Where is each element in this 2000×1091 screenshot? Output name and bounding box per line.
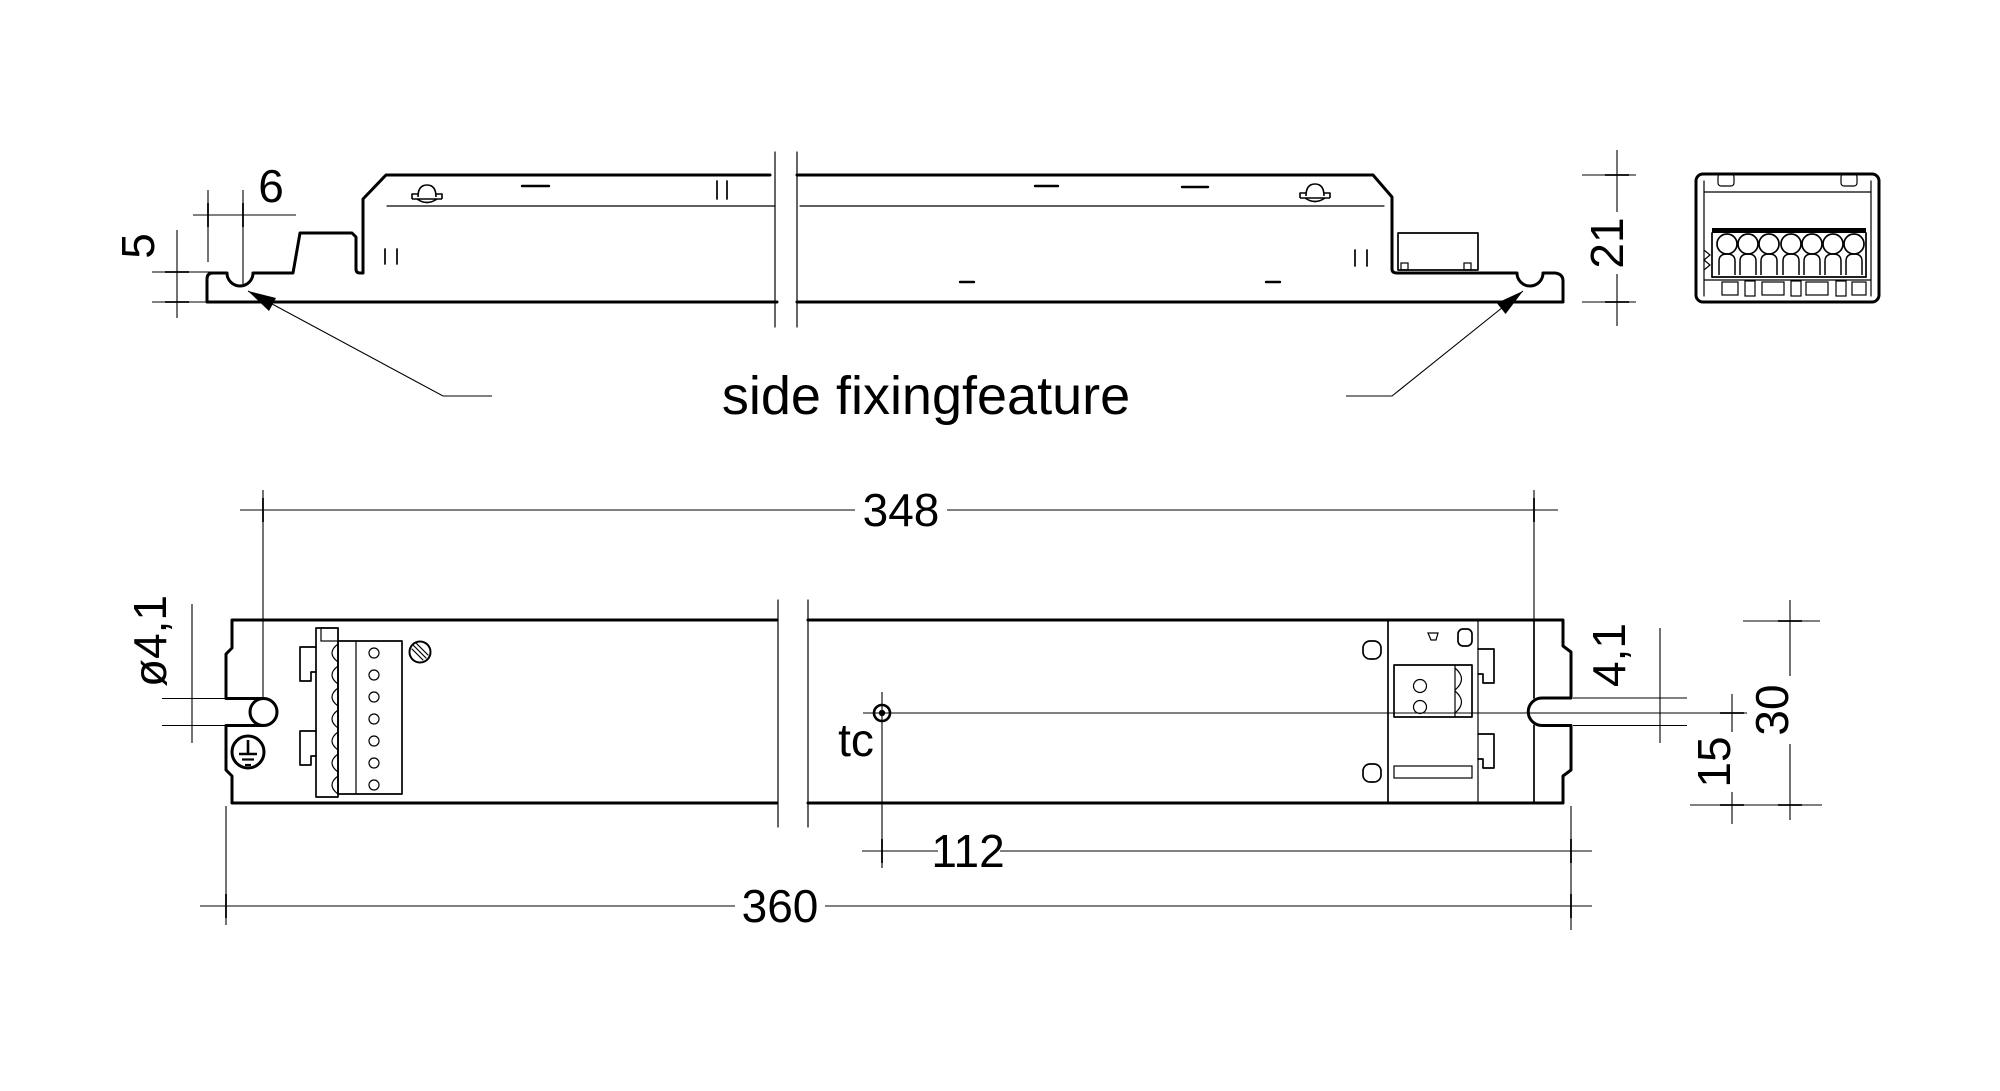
- dim-4-1-slot-label: 4,1: [1583, 623, 1635, 687]
- dim-360-label: 360: [742, 880, 819, 932]
- housing-tab: [1717, 173, 1735, 187]
- tc-label: tc: [838, 714, 874, 766]
- tc-measure-point-icon: [863, 692, 1747, 868]
- leader-line-left: [247, 290, 492, 397]
- dim-348-label: 348: [863, 484, 940, 536]
- top-view-outline-left: [224, 618, 779, 805]
- cable-clamp-icon: [1299, 183, 1331, 203]
- terminal-block-top: [299, 627, 432, 798]
- dim-360: 360: [200, 806, 1592, 932]
- strip-marks: [384, 180, 1368, 284]
- dim-112-label: 112: [931, 825, 1004, 877]
- keyhole-mounting-hole: [248, 697, 279, 727]
- terminal-box-side: [1397, 232, 1479, 271]
- dim-21-label: 21: [1581, 217, 1633, 268]
- dim-4-1-slot: 4,1: [1573, 623, 1687, 743]
- connector-bar: [1712, 228, 1866, 233]
- right-end-internals: [1362, 619, 1535, 804]
- dim-dia-4-1: ø4,1: [124, 595, 228, 743]
- fixing-feature-callout: side fixingfeature: [247, 290, 1524, 426]
- dim-30: 30: [1690, 600, 1822, 820]
- wire-holes: [368, 647, 380, 791]
- arrowhead-right: [1496, 291, 1523, 314]
- side-view: [205, 151, 1565, 328]
- housing-tab: [1840, 173, 1858, 187]
- latch-clip: [299, 646, 317, 682]
- dim-21: 21: [1581, 150, 1636, 326]
- break-lines-side: [774, 151, 798, 328]
- arrowhead-left: [248, 291, 276, 311]
- end-view-outline: [1694, 172, 1881, 304]
- side-fixing-feature-label: side fixingfeature: [722, 366, 1130, 426]
- screw-head-icon: [408, 640, 432, 664]
- latch-clip: [1477, 733, 1495, 769]
- dim-6-label: 6: [258, 160, 284, 212]
- top-view: [224, 599, 1747, 868]
- end-view-base-details: [1703, 249, 1872, 297]
- cable-clamp-icon: [411, 184, 443, 204]
- side-view-outline-left: [205, 173, 779, 304]
- dim-112: 112: [862, 806, 1592, 930]
- dim-30-label: 30: [1746, 684, 1798, 735]
- dim-dia-4-1-label: ø4,1: [124, 595, 176, 687]
- spring-levers: [331, 643, 339, 795]
- relay-box: [1393, 664, 1473, 718]
- latch-clip: [299, 730, 317, 766]
- dim-348: 348: [240, 484, 1558, 699]
- latch-clip: [1477, 648, 1495, 684]
- connector-poles: [1716, 233, 1865, 276]
- side-view-outline-right: [795, 173, 1565, 304]
- dimensions: 6 5 21 348: [112, 150, 1822, 932]
- break-lines-top: [777, 599, 809, 828]
- top-view-outline-right: [806, 618, 1573, 805]
- earth-ground-icon: [230, 734, 266, 770]
- leader-line-right: [1346, 290, 1524, 397]
- end-view: [1694, 172, 1881, 304]
- dim-6: 6: [193, 160, 296, 284]
- dim-5-label: 5: [112, 233, 164, 259]
- dim-15-label: 15: [1688, 736, 1740, 787]
- dim-5: 5: [112, 230, 212, 318]
